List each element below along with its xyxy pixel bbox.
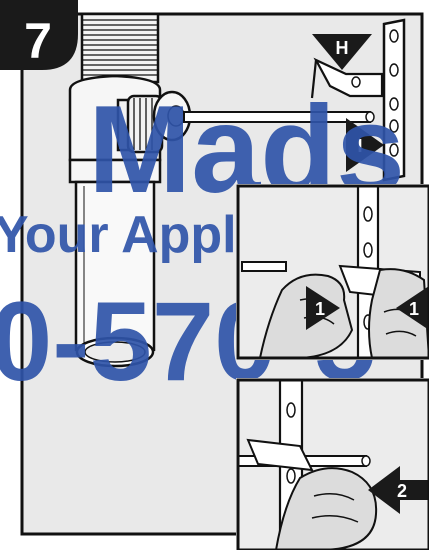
corrugated-pipe <box>82 14 158 82</box>
inset-panel-1: 1 1 <box>236 184 429 360</box>
step-number: 7 <box>24 13 52 69</box>
callout-1-left-label: 1 <box>315 299 325 319</box>
inset-panel-2: 2 <box>236 378 429 550</box>
callout-h-label: H <box>336 38 349 58</box>
callout-1-right-label: 1 <box>409 299 419 319</box>
step-badge: 7 <box>0 0 78 70</box>
callout-2-label: 2 <box>397 481 407 501</box>
